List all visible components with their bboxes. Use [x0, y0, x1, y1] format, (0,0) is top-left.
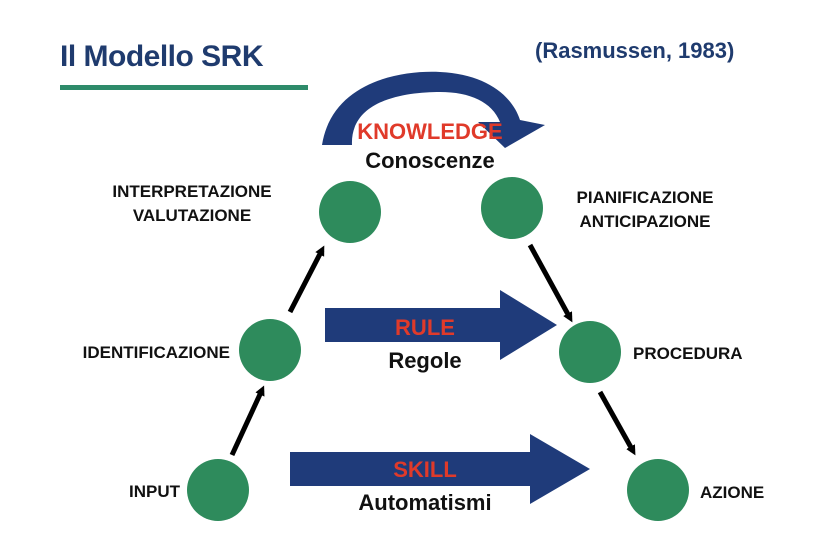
- label-pianificazione-line2: ANTICIPAZIONE: [579, 212, 711, 231]
- citation: (Rasmussen, 1983): [535, 38, 735, 63]
- label-interpretazione: INTERPRETAZIONE VALUTAZIONE: [92, 180, 292, 228]
- label-identificazione: IDENTIFICAZIONE: [82, 343, 230, 362]
- level-skill-it: Automatismi: [358, 490, 492, 515]
- level-knowledge-it: Conoscenze: [365, 148, 495, 173]
- node-procedura: [559, 321, 621, 383]
- label-procedura: PROCEDURA: [633, 344, 743, 363]
- arrow-pianificazione-to-procedura: [527, 243, 573, 323]
- label-azione: AZIONE: [700, 483, 765, 502]
- level-knowledge-en: KNOWLEDGE: [357, 119, 503, 144]
- level-rule-it: Regole: [388, 348, 462, 373]
- page-title: Il Modello SRK: [60, 40, 264, 73]
- knowledge-curved-arrow: [322, 71, 545, 148]
- rule-block-arrow: [325, 290, 557, 360]
- arrow-input-to-identificazione: [229, 385, 265, 457]
- node-pianificazione: [481, 177, 543, 239]
- label-interpretazione-line2: VALUTAZIONE: [132, 206, 252, 225]
- label-pianificazione: PIANIFICAZIONE ANTICIPAZIONE: [545, 186, 745, 234]
- label-interpretazione-line1: INTERPRETAZIONE: [112, 182, 272, 201]
- title-underline: [60, 85, 308, 90]
- node-identificazione: [239, 319, 301, 381]
- level-rule-en: RULE: [395, 315, 455, 340]
- label-input: INPUT: [129, 482, 180, 501]
- node-input: [187, 459, 249, 521]
- arrow-procedura-to-azione: [597, 390, 636, 456]
- arrow-identificazione-to-interpretazione: [287, 245, 325, 314]
- node-interpretazione: [319, 181, 381, 243]
- level-skill-en: SKILL: [393, 457, 457, 482]
- label-pianificazione-line1: PIANIFICAZIONE: [576, 188, 714, 207]
- skill-block-arrow: [290, 434, 590, 504]
- node-azione: [627, 459, 689, 521]
